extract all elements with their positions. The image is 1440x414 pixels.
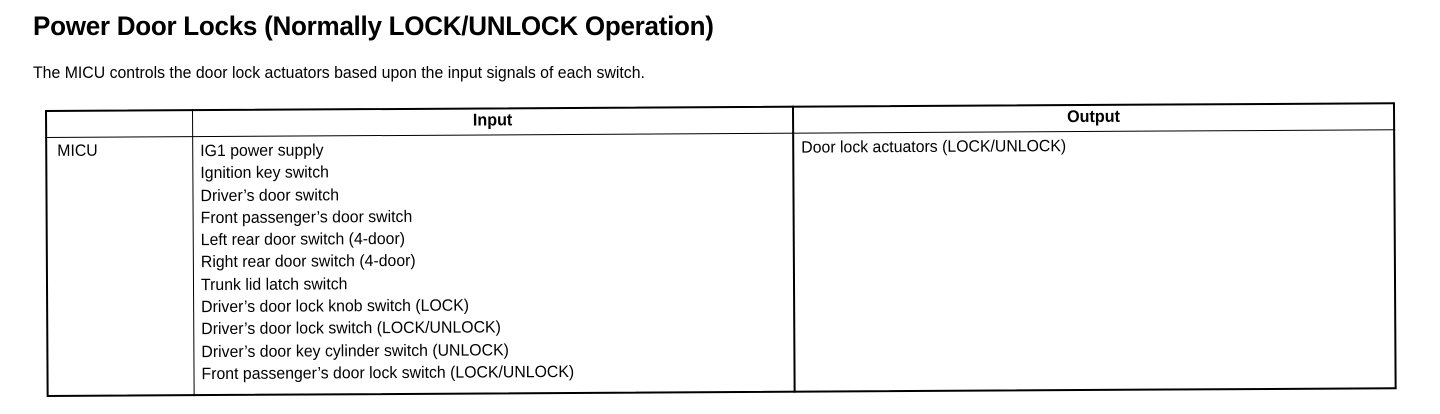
column-header-input: Input xyxy=(472,110,513,130)
list-item: Ignition key switch xyxy=(200,163,329,183)
specification-table: Input Output MICU IG1 power supply Ignit… xyxy=(45,102,1397,397)
list-item: Driver’s door lock switch (LOCK/UNLOCK) xyxy=(201,318,501,339)
list-item: Left rear door switch (4-door) xyxy=(200,230,406,250)
cell-output-list: Door lock actuators (LOCK/UNLOCK) xyxy=(801,133,1386,159)
list-item: Front passenger’s door lock switch (LOCK… xyxy=(201,362,575,384)
list-item: Right rear door switch (4-door) xyxy=(200,252,416,272)
page-title: Power Door Locks (Normally LOCK/UNLOCK O… xyxy=(33,11,714,41)
list-item: Door lock actuators (LOCK/UNLOCK) xyxy=(801,137,1067,157)
cell-input-list: IG1 power supply Ignition key switch Dri… xyxy=(200,137,786,386)
list-item: Driver’s door key cylinder switch (UNLOC… xyxy=(201,341,509,361)
list-item: Front passenger’s door switch xyxy=(200,207,413,227)
list-item: Driver’s door switch xyxy=(200,185,340,205)
cell-control-unit: MICU xyxy=(57,141,98,160)
list-item: IG1 power supply xyxy=(200,141,324,161)
intro-paragraph: The MICU controls the door lock actuator… xyxy=(33,64,645,82)
list-item: Driver’s door lock knob switch (LOCK) xyxy=(201,296,470,317)
list-item: Trunk lid latch switch xyxy=(200,275,348,294)
column-header-output: Output xyxy=(1067,106,1121,127)
